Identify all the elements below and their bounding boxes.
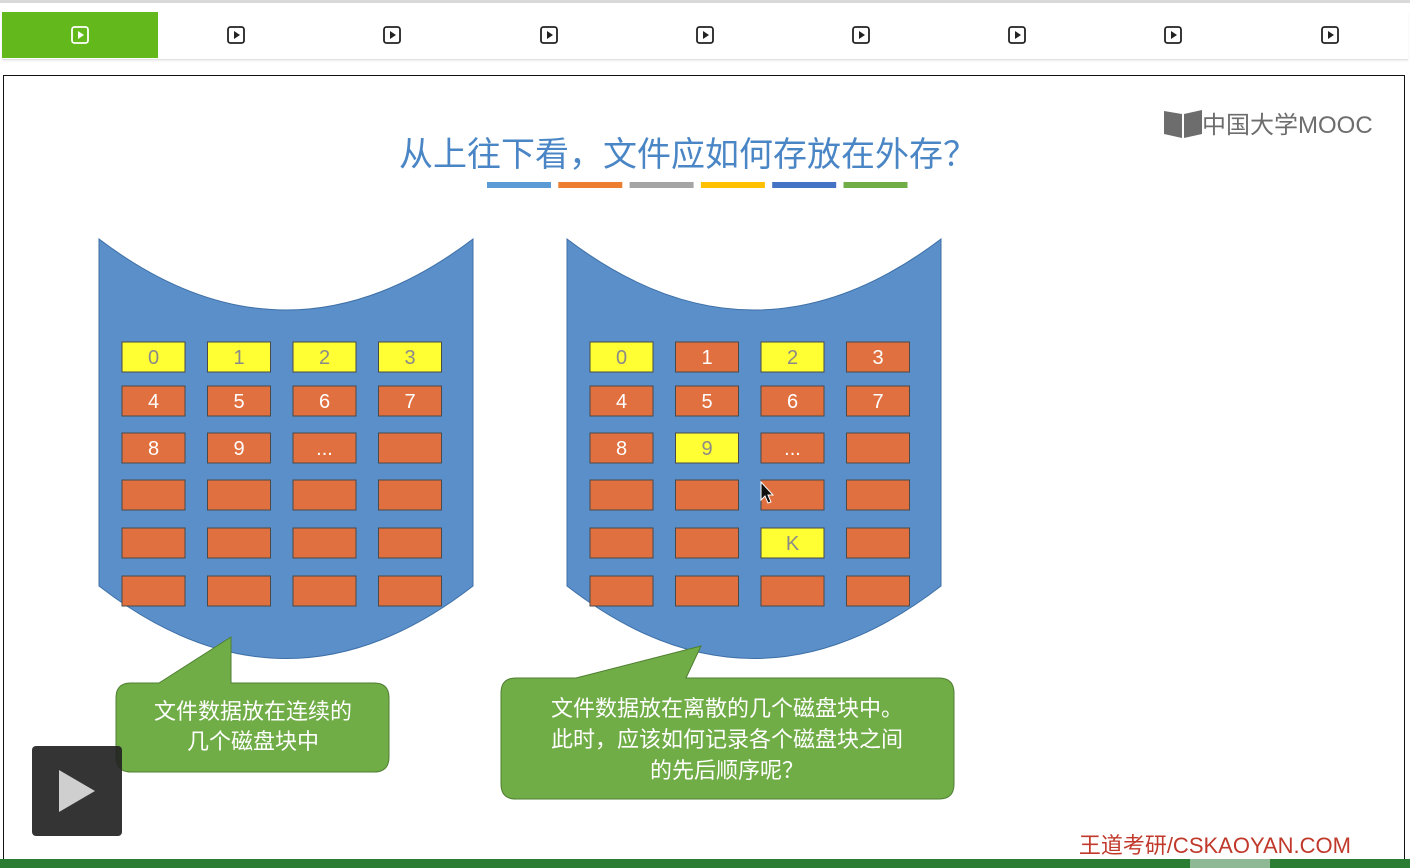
disk-block [847, 528, 910, 558]
disk-block [379, 433, 442, 463]
play-icon [695, 25, 715, 45]
discrete-disk: 0 1 2 3 4 5 6 7 8 9... K [567, 239, 941, 659]
video-section-tabs [2, 12, 1408, 60]
play-icon [1007, 25, 1027, 45]
play-icon [539, 25, 559, 45]
title-color-bar [630, 182, 694, 188]
disk-block [590, 528, 653, 558]
disk-block-label: 0 [148, 347, 159, 369]
play-icon [70, 25, 90, 45]
progress-thumb[interactable] [1190, 859, 1270, 868]
play-icon [226, 25, 246, 45]
title-color-bar [487, 182, 551, 188]
disk-block [590, 576, 653, 606]
top-border [0, 0, 1410, 3]
disk-block-label: 6 [787, 391, 798, 413]
disk-block-label: 5 [701, 391, 712, 413]
disk-block [122, 576, 185, 606]
disk-block [208, 528, 271, 558]
callout-discrete: 文件数据放在离散的几个磁盘块中。 此时，应该如何记录各个磁盘块之间 的先后顺序呢… [501, 646, 954, 799]
callout-discrete-line-2: 此时，应该如何记录各个磁盘块之间 [551, 728, 903, 753]
callout-contiguous-line-2: 几个磁盘块中 [187, 730, 319, 755]
disk-block [590, 480, 653, 510]
disk-block [847, 433, 910, 463]
disk-block [293, 528, 356, 558]
disk-block-label: 4 [616, 391, 627, 413]
disk-block [293, 480, 356, 510]
callout-contiguous: 文件数据放在连续的 几个磁盘块中 [116, 637, 389, 772]
tab-3[interactable] [314, 12, 470, 58]
footer-brand: 王道考研/CSKAOYAN.COM [1079, 833, 1351, 858]
disk-block [208, 480, 271, 510]
slide-title: 从上往下看，文件应如何存放在外存？ [399, 135, 977, 175]
disk-block-label: 8 [616, 438, 627, 460]
disk-block-label: 1 [233, 347, 244, 369]
title-color-bar [558, 182, 622, 188]
contiguous-disk: 0 1 2 3 4 5 6 7 8 9... [99, 239, 473, 659]
play-button[interactable] [32, 746, 122, 836]
disk-block [676, 528, 739, 558]
play-icon [1320, 25, 1340, 45]
title-color-bar [844, 182, 908, 188]
mooc-logo-icon [1164, 110, 1202, 138]
disk-block-label: ... [784, 438, 801, 460]
callout-discrete-line-3: 的先后顺序呢？ [650, 759, 804, 784]
disk-block-label: 3 [404, 347, 415, 369]
title-color-bar [772, 182, 836, 188]
disk-block-label: 2 [787, 347, 798, 369]
tab-6[interactable] [783, 12, 939, 58]
callout-discrete-line-1: 文件数据放在离散的几个磁盘块中。 [551, 697, 903, 722]
tab-9[interactable] [1252, 12, 1408, 58]
disk-block-label: 9 [233, 438, 244, 460]
disk-block [379, 528, 442, 558]
title-color-bar [701, 182, 765, 188]
disk-block [379, 480, 442, 510]
disk-block [676, 576, 739, 606]
mooc-logo-text: 中国大学MOOC [1202, 112, 1373, 139]
disk-block [379, 576, 442, 606]
callout-contiguous-line-1: 文件数据放在连续的 [154, 700, 352, 725]
disk-block-label: ... [316, 438, 333, 460]
disk-block [676, 480, 739, 510]
slide-area: 中国大学MOOC 从上往下看，文件应如何存放在外存？ 0 1 2 3 4 5 6 7 8 9...… [3, 75, 1405, 861]
tab-8[interactable] [1095, 12, 1251, 58]
disk-block [847, 576, 910, 606]
tab-2[interactable] [158, 12, 314, 58]
tab-4[interactable] [471, 12, 627, 58]
play-icon [1163, 25, 1183, 45]
disk-block-label: 7 [404, 391, 415, 413]
disk-block-label: 3 [872, 347, 883, 369]
play-icon [57, 768, 97, 814]
slide-canvas: 中国大学MOOC 从上往下看，文件应如何存放在外存？ 0 1 2 3 4 5 6 7 8 9...… [4, 76, 1405, 861]
disk-block [122, 528, 185, 558]
tab-5[interactable] [627, 12, 783, 58]
title-color-bars [487, 182, 908, 188]
disk-block-label: 2 [319, 347, 330, 369]
disk-block [761, 576, 824, 606]
mooc-logo: 中国大学MOOC [1164, 110, 1373, 139]
disk-block-label: K [786, 533, 800, 555]
tab-7[interactable] [939, 12, 1095, 58]
tab-1[interactable] [2, 12, 158, 58]
play-icon [382, 25, 402, 45]
disk-block [122, 480, 185, 510]
disk-block-label: 7 [872, 391, 883, 413]
disk-block-label: 5 [233, 391, 244, 413]
disk-block-label: 8 [148, 438, 159, 460]
play-icon [851, 25, 871, 45]
disk-block-label: 6 [319, 391, 330, 413]
disk-block-label: 1 [701, 347, 712, 369]
disk-block-label: 0 [616, 347, 627, 369]
disk-block-label: 9 [701, 438, 712, 460]
disk-block-label: 4 [148, 391, 159, 413]
disk-block [293, 576, 356, 606]
disk-block [208, 576, 271, 606]
disk-block [847, 480, 910, 510]
